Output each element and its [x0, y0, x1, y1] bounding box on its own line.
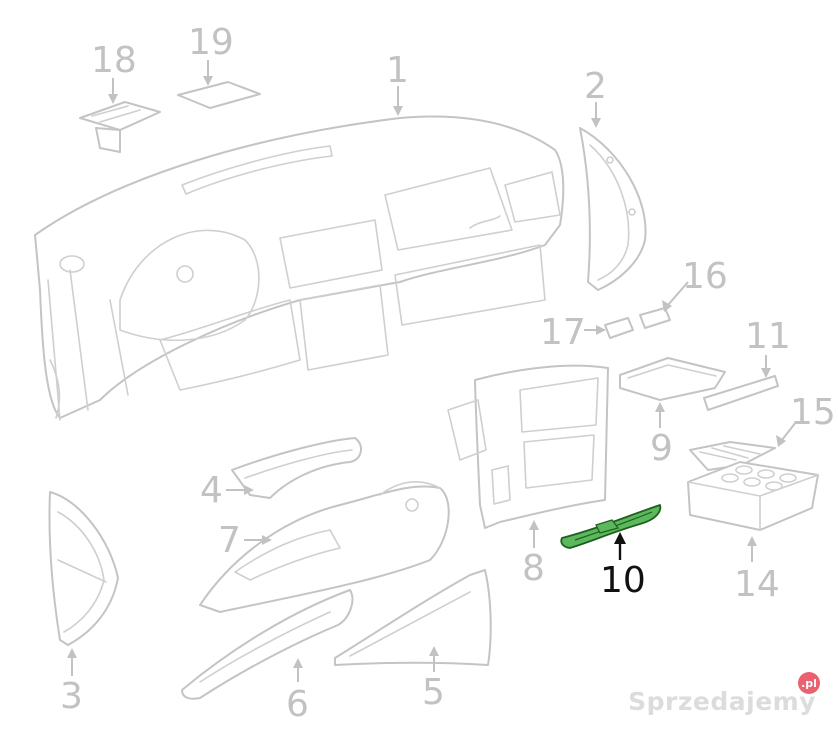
part-9-tray: [619, 357, 726, 401]
callout-14: 14: [734, 564, 780, 605]
part-1-dashboard: [34, 115, 565, 421]
callout-6: 6: [286, 684, 309, 725]
part-3-end-cap: [48, 491, 119, 646]
callout-8: 8: [522, 548, 545, 589]
part-19-plate: [177, 81, 261, 109]
callout-3: 3: [60, 676, 83, 717]
part-11-strip: [703, 375, 779, 411]
part-17-clip: [604, 317, 634, 339]
part-4-trim-bar: [231, 437, 362, 499]
part-16-clip: [639, 307, 671, 329]
part-5-column-trim: [334, 569, 492, 666]
callout-18: 18: [91, 40, 137, 81]
part-8-center-frame: [447, 364, 609, 529]
callout-5: 5: [422, 672, 445, 713]
callout-17: 17: [540, 312, 586, 353]
watermark-badge: .pl: [798, 672, 820, 694]
leader-lines: [67, 60, 797, 682]
callout-10-highlighted: 10: [600, 560, 646, 601]
part-6-lower-cover: [181, 589, 354, 700]
callout-4: 4: [200, 470, 223, 511]
callout-19: 19: [188, 22, 234, 63]
part-2-end-cap: [579, 127, 647, 291]
part-10-highlighted-trim: [560, 504, 662, 549]
callout-15: 15: [790, 392, 836, 433]
part-14-storage-box: [687, 461, 819, 531]
callout-7: 7: [218, 520, 241, 561]
callout-9: 9: [650, 428, 673, 469]
part-18-bracket: [79, 101, 161, 153]
callout-1: 1: [386, 50, 409, 91]
part-7-knee-panel: [199, 481, 450, 613]
callout-labels: 1 2 18 19 16 17 11 9 15 4 7 8 10 14 3 6 …: [60, 22, 836, 725]
watermark-text: Sprzedajemy: [628, 687, 816, 716]
callout-2: 2: [584, 66, 607, 107]
callout-11: 11: [745, 316, 791, 357]
part-15-grille: [689, 441, 776, 471]
callout-16: 16: [682, 256, 728, 297]
